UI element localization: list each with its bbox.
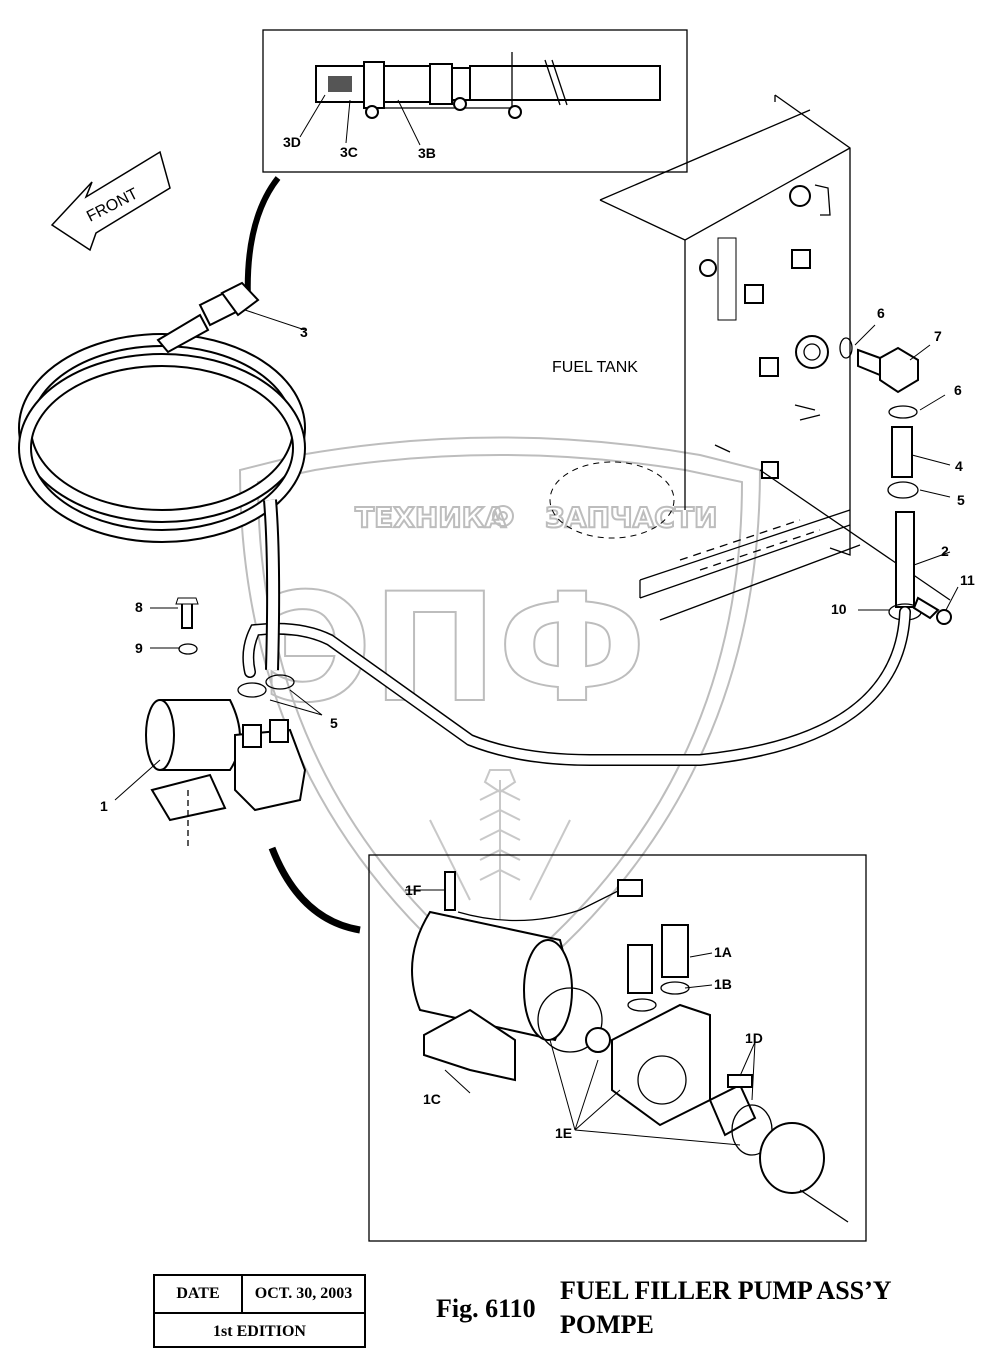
label-3: 3 [300,324,308,340]
label-1c: 1C [423,1091,441,1107]
pump-assembly [145,597,307,848]
part-labels: 3 6 7 6 4 5 2 11 10 8 9 5 1 3D 3C 3B 1F … [100,134,975,1141]
wheat-icon [429,769,571,920]
figure-title-line1: FUEL FILLER PUMP ASS’Y [560,1276,892,1305]
figure-title-line2: POMPE [560,1310,654,1339]
label-1e: 1E [555,1125,572,1141]
label-8: 8 [135,599,143,615]
fuel-tank: FUEL TANK [549,94,951,621]
label-4: 4 [955,458,963,474]
fuel-tank-label: FUEL TANK [552,359,638,376]
label-3d: 3D [283,134,301,150]
front-arrow: FRONT [50,150,171,252]
tank-outlet-fittings [839,337,952,625]
watermark: ТЕХНИКА ЗАПЧАСТИ ЭПФ [238,436,762,1002]
label-1b: 1B [714,976,732,992]
label-1d: 1D [745,1030,763,1046]
date-value: OCT. 30, 2003 [254,1285,353,1302]
label-7: 7 [934,328,942,344]
figure-number: Fig. 6110 [436,1294,536,1323]
leader-lines [114,94,959,1146]
date-label: DATE [155,1276,243,1312]
label-1: 1 [100,798,108,814]
label-1a: 1A [714,944,732,960]
inset-link-bottom [268,846,361,934]
title-block: DATE OCT. 30, 2003 1st EDITION [153,1274,366,1348]
label-9: 9 [135,640,143,656]
label-10: 10 [831,601,847,617]
gear-icon [492,505,514,527]
label-2: 2 [941,543,949,559]
label-6b: 6 [954,382,962,398]
watermark-monogram: ЭПФ [262,562,646,736]
edition-label: 1st EDITION [213,1323,306,1340]
watermark-right-word: ЗАПЧАСТИ [545,501,717,534]
label-5b: 5 [330,715,338,731]
nozzle-detail-inset [262,29,688,173]
label-6a: 6 [877,305,885,321]
pump-exploded-inset [368,854,867,1242]
label-5a: 5 [957,492,965,508]
figure-title: FUEL FILLER PUMP ASS’Y POMPE [560,1274,892,1342]
watermark-left-word: ТЕХНИКА [355,501,507,534]
label-3c: 3C [340,144,358,160]
label-11: 11 [960,572,975,588]
label-1f: 1F [405,882,422,898]
nozzle-hose-coil [18,281,306,671]
inset-link-top [244,176,281,301]
label-3b: 3B [418,145,436,161]
